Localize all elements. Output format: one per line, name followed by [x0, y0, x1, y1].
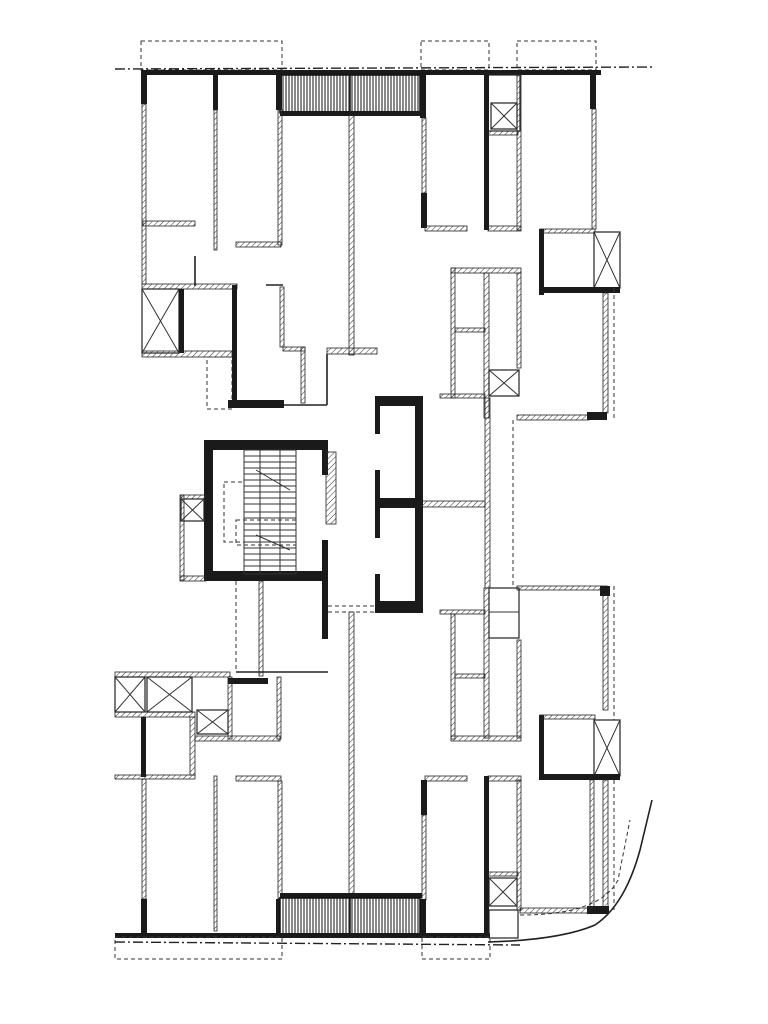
unit-top-left [141, 74, 327, 410]
corridor-lower [348, 611, 355, 898]
unit-bottom-right [420, 585, 621, 939]
top-boundary [114, 40, 656, 75]
stair-flight-upper [243, 449, 297, 513]
stair-flight-lower [243, 511, 297, 575]
stair-core [179, 440, 337, 639]
unit-top-right [420, 73, 621, 421]
corridor [326, 114, 514, 613]
unit-bottom-left [114, 580, 328, 934]
top-balcony [279, 74, 422, 116]
bottom-boundary [114, 799, 653, 960]
bottom-balcony [279, 893, 422, 937]
